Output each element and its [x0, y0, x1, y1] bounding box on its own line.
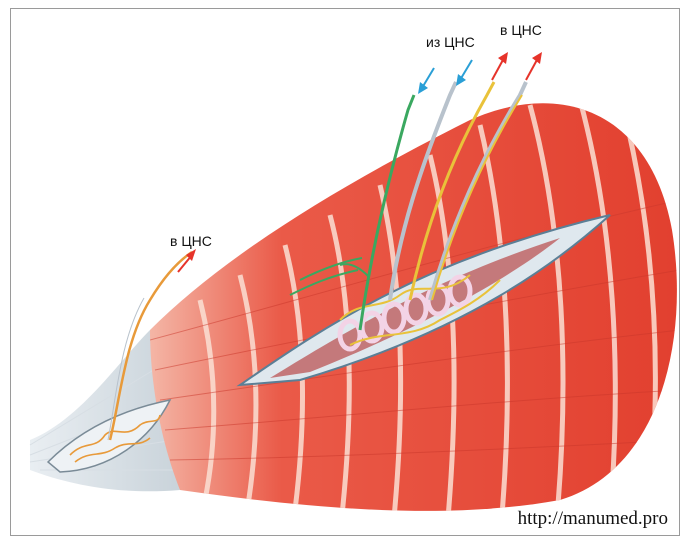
- arrow-to-cns-1: [492, 52, 508, 80]
- source-url-watermark: http://manumed.pro: [518, 508, 668, 530]
- label-to-cns-top: в ЦНС: [500, 22, 542, 38]
- label-from-cns: из ЦНС: [426, 34, 475, 50]
- arrow-from-cns-2: [456, 60, 472, 86]
- arrow-from-cns-1: [418, 68, 434, 94]
- label-to-cns-left: в ЦНС: [170, 233, 212, 249]
- arrow-to-cns-2: [526, 52, 542, 80]
